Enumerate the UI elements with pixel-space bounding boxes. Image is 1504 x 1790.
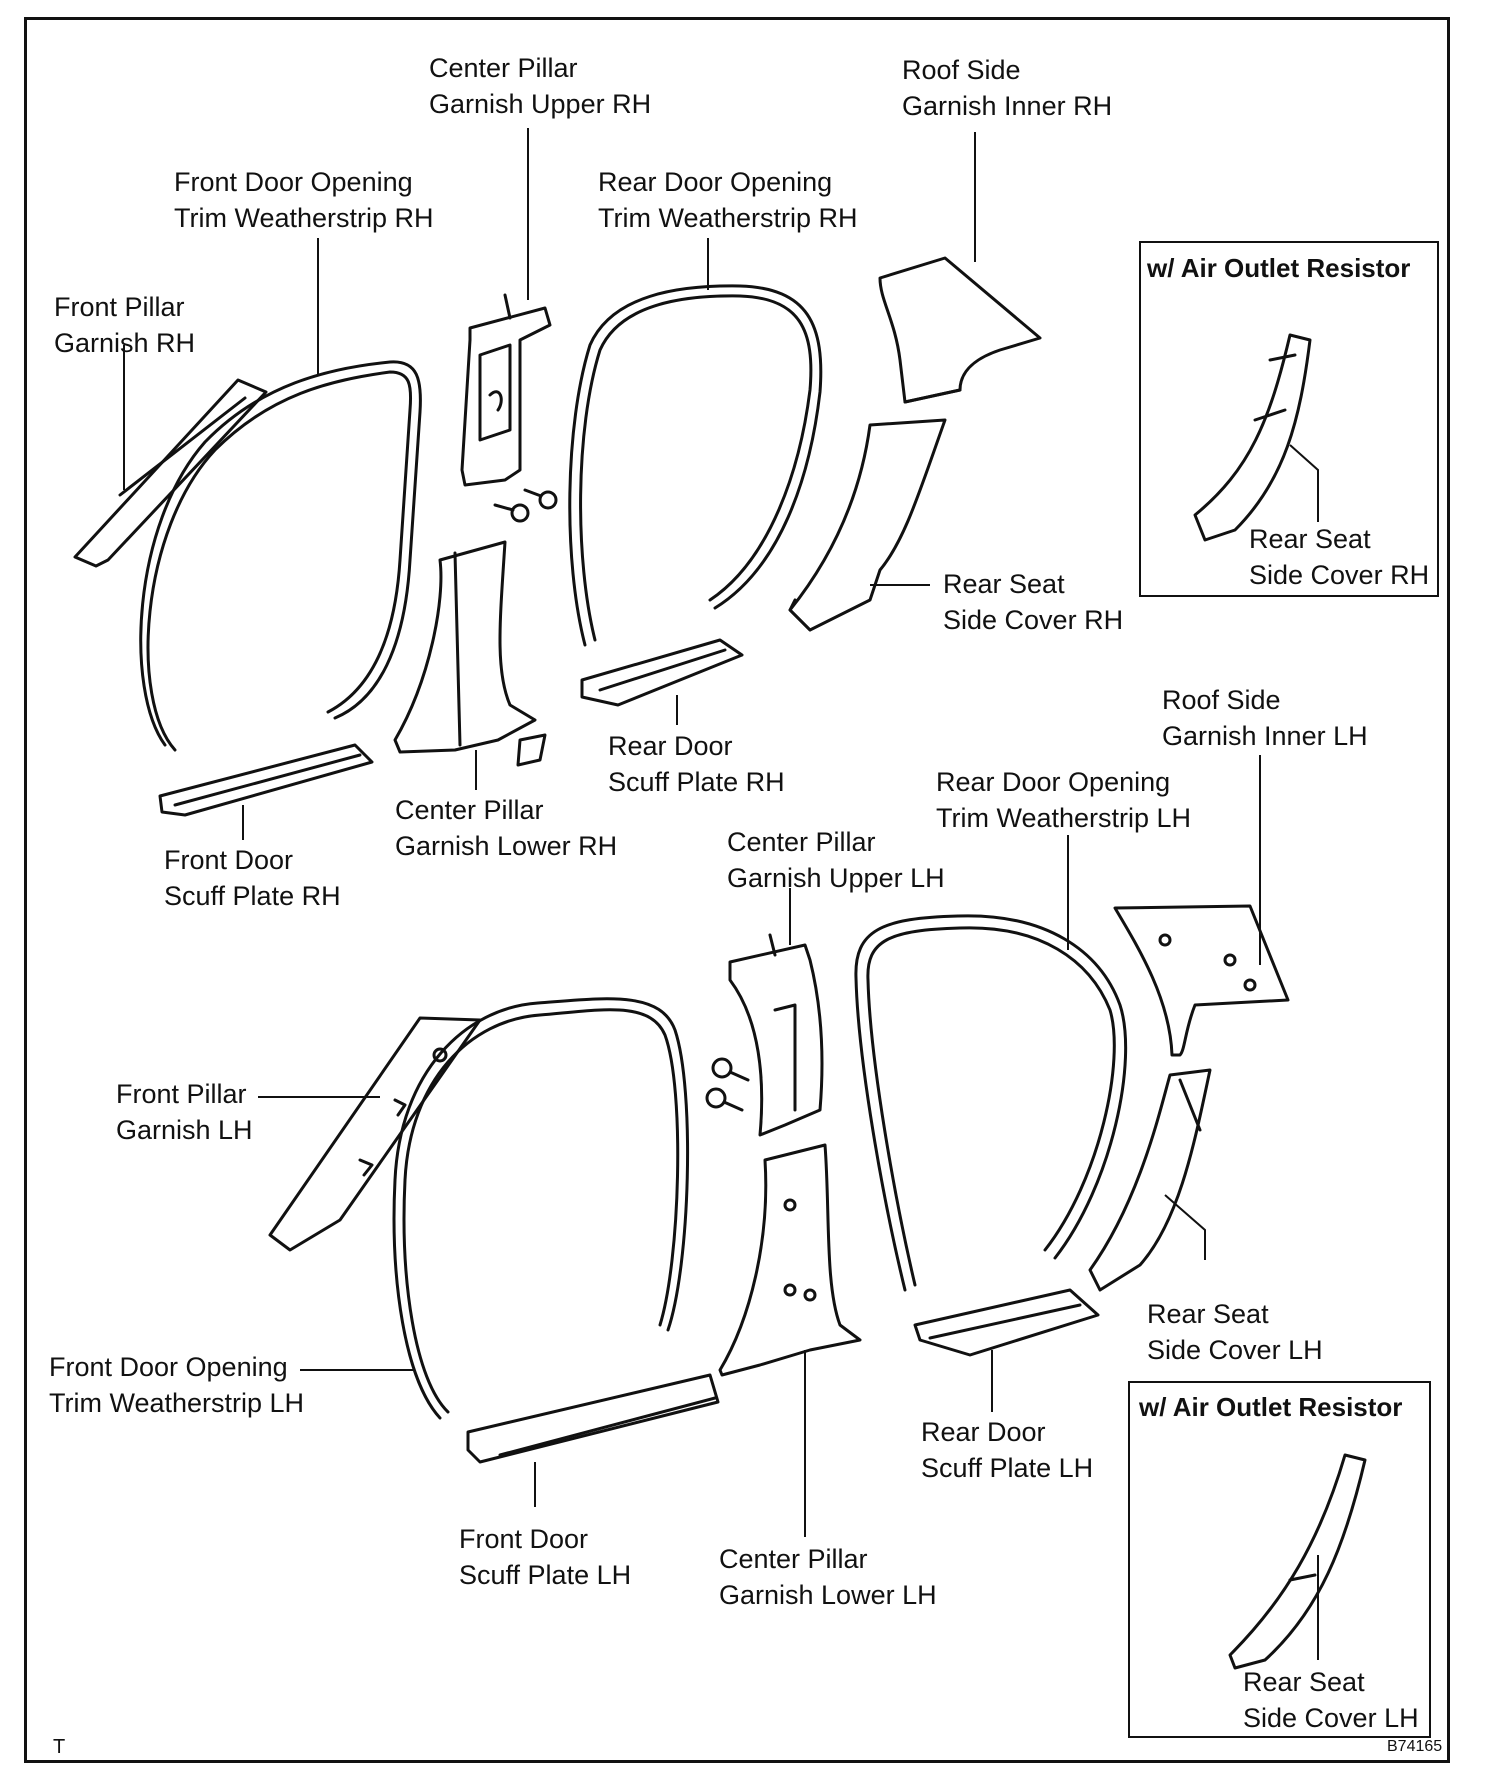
roof-side-garnish-inner-rh-shape: [878, 256, 1042, 404]
front-door-scuff-plate-lh-shape: [466, 1373, 720, 1464]
front-door-scuff-plate-rh-shape: [158, 743, 374, 817]
rear-door-opening-weatherstrip-rh-shape: [568, 284, 823, 647]
inset-rh-part-shape: [1193, 333, 1312, 542]
front-pillar-garnish-rh-shape: [73, 378, 268, 568]
inset-lh-part-shape: [1228, 1453, 1367, 1670]
inset-rh-title: w/ Air Outlet Resistor: [1147, 253, 1411, 283]
inset-lh-title: w/ Air Outlet Resistor: [1139, 1392, 1403, 1422]
inset-air-outlet-resistor-lh: [1128, 1381, 1431, 1738]
screws-lh-shape: [705, 1057, 750, 1112]
roof-side-garnish-inner-lh-shape: [1113, 904, 1290, 1057]
front-door-opening-weatherstrip-rh-shape: [139, 360, 422, 752]
inset-air-outlet-resistor-rh: [1139, 241, 1439, 597]
rear-seat-side-cover-lh-shape: [1088, 1068, 1212, 1292]
leader-rear-seat-side-lh: [1164, 1194, 1206, 1260]
center-pillar-lower-rh-shape: [393, 540, 547, 767]
diagram-frame: [24, 17, 1450, 1763]
center-pillar-upper-lh-shape: [728, 933, 824, 1137]
rear-door-scuff-plate-lh-shape: [913, 1288, 1100, 1357]
screws-rh-shape: [493, 488, 558, 523]
front-door-opening-weatherstrip-lh-shape: [392, 997, 690, 1420]
center-pillar-upper-rh-shape: [460, 293, 552, 487]
front-pillar-garnish-lh-shape: [268, 1016, 482, 1252]
rear-door-scuff-plate-rh-shape: [580, 638, 744, 707]
center-pillar-lower-lh-shape: [718, 1143, 862, 1377]
figure-code: B74165: [1387, 1738, 1443, 1755]
leader-inset-rh: [1289, 444, 1319, 522]
rear-door-opening-weatherstrip-lh-shape: [854, 914, 1128, 1292]
corner-mark: T: [53, 1736, 66, 1758]
rear-seat-side-cover-rh-shape: [788, 418, 947, 632]
